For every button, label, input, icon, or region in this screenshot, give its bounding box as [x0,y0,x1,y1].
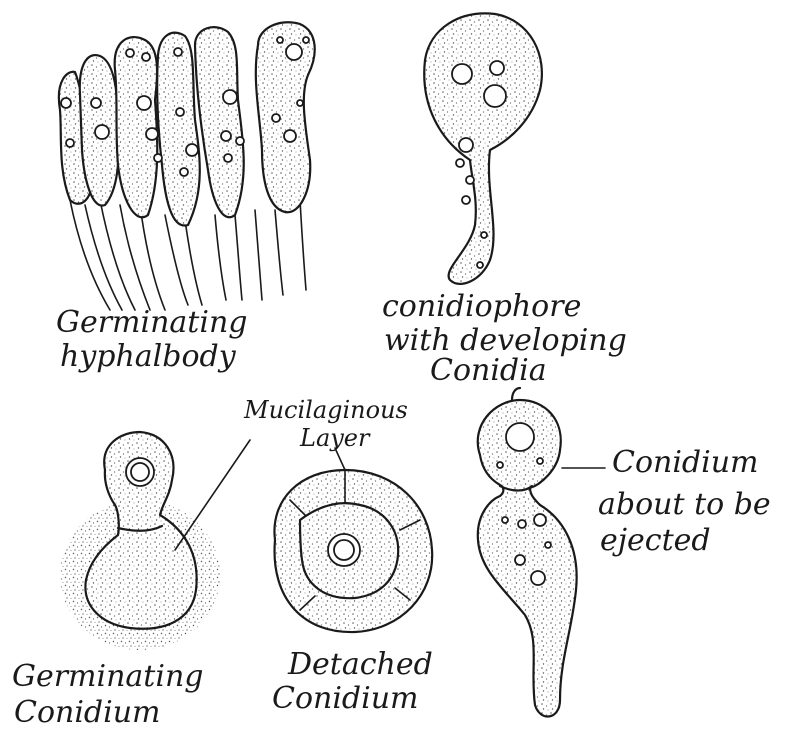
label-germinating-hyphal-line1: Germinating [56,308,247,338]
label-germinating-conidium-line1: Germinating [12,662,203,692]
label-conidium-ejected-line1: Conidium [612,448,759,478]
detached-conidium-drawing [274,470,432,632]
label-conidiophore-line3: Conidia [430,356,547,386]
label-detached-conidium-line2: Conidium [272,684,419,714]
label-germinating-conidium-line2: Conidium [14,698,161,728]
label-conidiophore-line2: with developing [384,326,627,356]
label-detached-conidium-line1: Detached [288,650,433,680]
conidiophore-drawing [424,13,542,283]
label-conidium-ejected-line3: ejected [600,526,711,556]
ejecting-conidium-drawing [478,388,577,716]
label-mucilaginous-line2: Layer [300,426,369,450]
hyphal-body-drawing [59,22,315,310]
label-germinating-hyphal-line2: hyphalbody [60,342,236,372]
label-conidium-ejected-line2: about to be [598,490,771,520]
label-conidiophore-line1: conidiophore [382,292,581,322]
label-mucilaginous-line1: Mucilaginous [244,398,408,422]
leader-line-mucilaginous-germinating [175,440,250,550]
germinating-conidium-drawing [60,432,220,650]
